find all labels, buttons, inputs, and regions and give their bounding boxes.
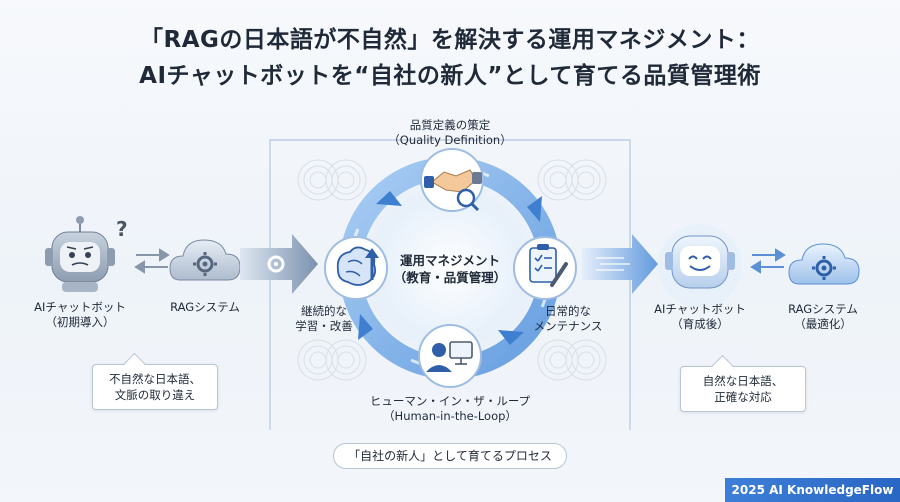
title-line-1: 「RAGの日本語が不自然」を解決する運用マネジメント：: [140, 27, 760, 53]
cloud-gear-icon-optimized: [788, 243, 860, 285]
left-bot-label-line-1: AIチャットボット: [34, 300, 126, 314]
wave-pattern-decoration: [297, 159, 607, 381]
exchange-arrows-icon-left: [134, 248, 170, 274]
frame-outline: [269, 139, 631, 430]
center-glow: [355, 173, 545, 363]
left-rag-label: RAGシステム: [170, 300, 240, 314]
left-bot-label: AIチャットボット （初期導入）: [32, 300, 128, 330]
footer-brand: 2025 AI KnowledgeFlow: [725, 478, 900, 502]
right-rag-label-line-2: （最適化）: [794, 317, 852, 331]
cycle-center-label: 運用マネジメント （教育・品質管理）: [380, 252, 520, 286]
title-line-2: AIチャットボットを“自社の新人”として育てる品質管理術: [139, 63, 761, 89]
node-top-label-line-2: （Quality Definition）: [388, 133, 512, 147]
robot-confused-icon: [45, 216, 115, 292]
human-monitor-icon: [418, 324, 482, 388]
node-right-label-line-2: メンテナンス: [533, 319, 603, 333]
left-bot-label-line-2: （初期導入）: [45, 315, 115, 329]
node-bottom-label-line-2: （Human-in-the-Loop）: [383, 409, 517, 423]
right-callout: 自然な日本語、 正確な対応: [680, 366, 806, 412]
node-left-label-line-1: 継続的な: [301, 304, 347, 318]
right-rag-label: RAGシステム （最適化）: [778, 302, 868, 332]
left-callout-line-2: 文脈の取り違え: [114, 388, 196, 402]
left-callout-line-1: 不自然な日本語、: [109, 372, 201, 386]
exchange-arrows-icon-right: [750, 248, 786, 274]
right-bot-label-line-1: AIチャットボット: [654, 302, 746, 316]
clipboard-wrench-icon: [513, 236, 577, 300]
node-right-label: 日常的な メンテナンス: [520, 304, 616, 334]
node-bottom-label-line-1: ヒューマン・イン・ザ・ループ: [369, 394, 531, 408]
node-left-label: 継続的な 学習・改善: [284, 304, 364, 334]
process-label: 「自社の新人」として育てるプロセス: [333, 443, 567, 469]
node-top-label: 品質定義の策定 （Quality Definition）: [380, 118, 520, 148]
handshake-icon: [420, 148, 484, 212]
question-mark-glyph: ?: [116, 217, 128, 241]
brain-icon: [324, 236, 388, 300]
right-rag-label-line-1: RAGシステム: [788, 302, 858, 316]
node-right-label-line-1: 日常的な: [545, 304, 591, 318]
cloud-gear-icon: [169, 239, 241, 281]
node-bottom-label: ヒューマン・イン・ザ・ループ （Human-in-the-Loop）: [360, 394, 540, 424]
node-left-label-line-2: 学習・改善: [295, 319, 353, 333]
cycle-center-label-line-1: 運用マネジメント: [399, 253, 500, 268]
flow-arrow-in: [240, 234, 318, 294]
cycle-center-label-line-2: （教育・品質管理）: [393, 270, 507, 285]
right-bot-label-line-2: （育成後）: [671, 317, 729, 331]
right-callout-line-1: 自然な日本語、: [702, 374, 784, 388]
right-bot-label: AIチャットボット （育成後）: [652, 302, 748, 332]
node-top-label-line-1: 品質定義の策定: [409, 118, 491, 132]
flow-arrow-out: [582, 234, 658, 294]
right-callout-line-2: 正確な対応: [714, 390, 772, 404]
left-callout: 不自然な日本語、 文脈の取り違え: [92, 364, 218, 410]
robot-happy-icon: [658, 224, 742, 308]
